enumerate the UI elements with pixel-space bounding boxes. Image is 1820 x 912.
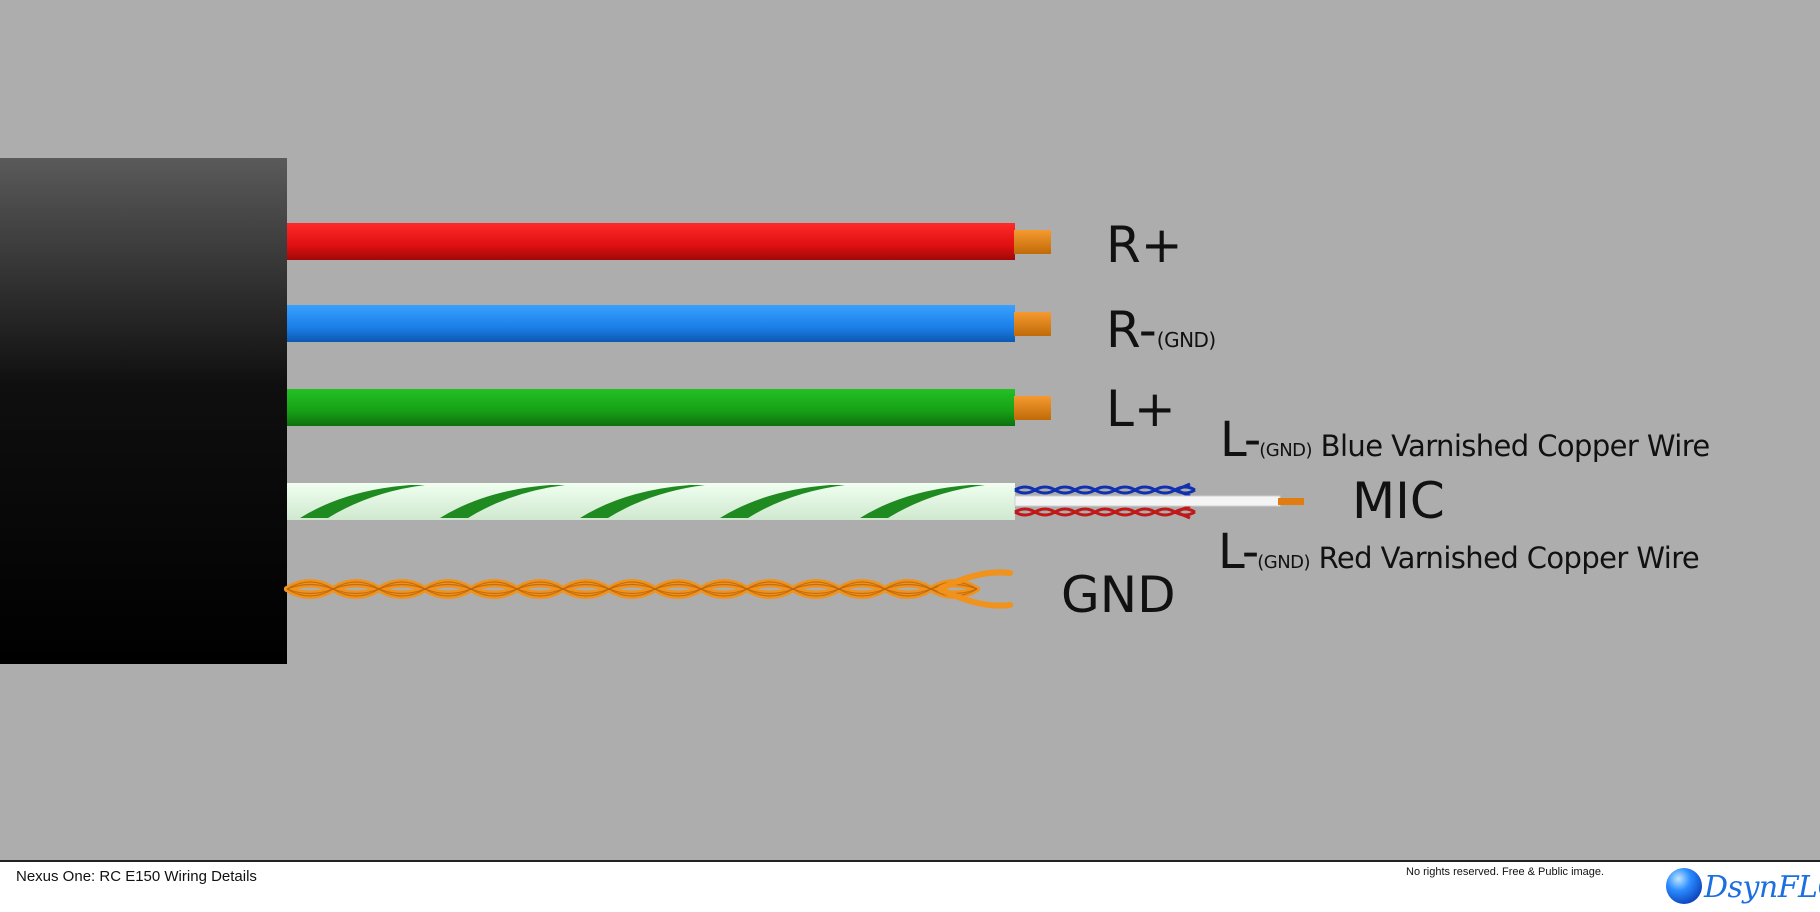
label-mic: MIC — [1352, 472, 1445, 530]
brand: DsynFLO — [1666, 866, 1820, 908]
label-r-minus: R-(GND) — [1106, 301, 1216, 359]
footer-title: Nexus One: RC E150 Wiring Details — [16, 868, 257, 885]
gnd-braid — [284, 569, 1013, 609]
label-red-lead: L-(GND) Red Varnished Copper Wire — [1218, 524, 1700, 580]
red-lead — [1014, 504, 1196, 520]
copper-tip — [1014, 396, 1051, 420]
dsynflo-logo-icon — [1666, 868, 1702, 904]
mic-stripe — [580, 485, 705, 518]
lead-strand — [1014, 510, 1196, 517]
wire-r-minus — [287, 305, 1051, 342]
lead-end — [1175, 504, 1191, 514]
mic-stripe — [720, 485, 845, 518]
lead-end — [1175, 488, 1191, 498]
lead-strand — [1014, 507, 1196, 514]
label-gnd: GND — [1061, 566, 1176, 624]
label-blue-lead: L-(GND) Blue Varnished Copper Wire — [1220, 412, 1710, 468]
mic-stripes — [300, 485, 985, 518]
lead-strand — [1014, 488, 1196, 495]
gnd-end — [937, 586, 1013, 609]
brand-name: DsynFLO — [1704, 870, 1820, 905]
lead-strand — [1014, 485, 1196, 492]
lead-end — [1175, 510, 1191, 520]
mic-inner-wire — [1014, 495, 1281, 507]
gnd-strand-edge — [286, 588, 978, 597]
wiring-diagram: R+ R-(GND) L+ MIC GND L-(GND) Blue Varni… — [0, 158, 1710, 664]
wires-drawing — [0, 158, 1304, 664]
mic-stripe — [860, 485, 985, 518]
wire-r-plus — [287, 223, 1051, 260]
gnd-end — [937, 569, 1013, 592]
mic-stripe — [300, 485, 425, 518]
wire-mic — [287, 482, 1304, 520]
copper-tip — [1014, 312, 1051, 336]
mic-copper-tip — [1278, 498, 1304, 505]
label-l-plus: L+ — [1106, 380, 1176, 438]
lead-end — [1175, 482, 1191, 492]
wire-l-plus — [287, 389, 1051, 426]
footer-rights: No rights reserved. Free & Public image. — [1406, 866, 1605, 878]
gnd-strand-edge — [286, 588, 978, 595]
gnd-strand-edge — [286, 581, 978, 590]
footer-bar: Nexus One: RC E150 Wiring Details No rig… — [0, 860, 1820, 912]
label-r-minus-sub: (GND) — [1156, 328, 1216, 352]
cable-jacket — [0, 158, 287, 664]
copper-tip — [1014, 230, 1051, 254]
mic-stripe — [440, 485, 565, 518]
gnd-strand-edge — [286, 583, 978, 590]
label-r-plus: R+ — [1106, 216, 1183, 274]
blue-lead — [1014, 482, 1196, 498]
